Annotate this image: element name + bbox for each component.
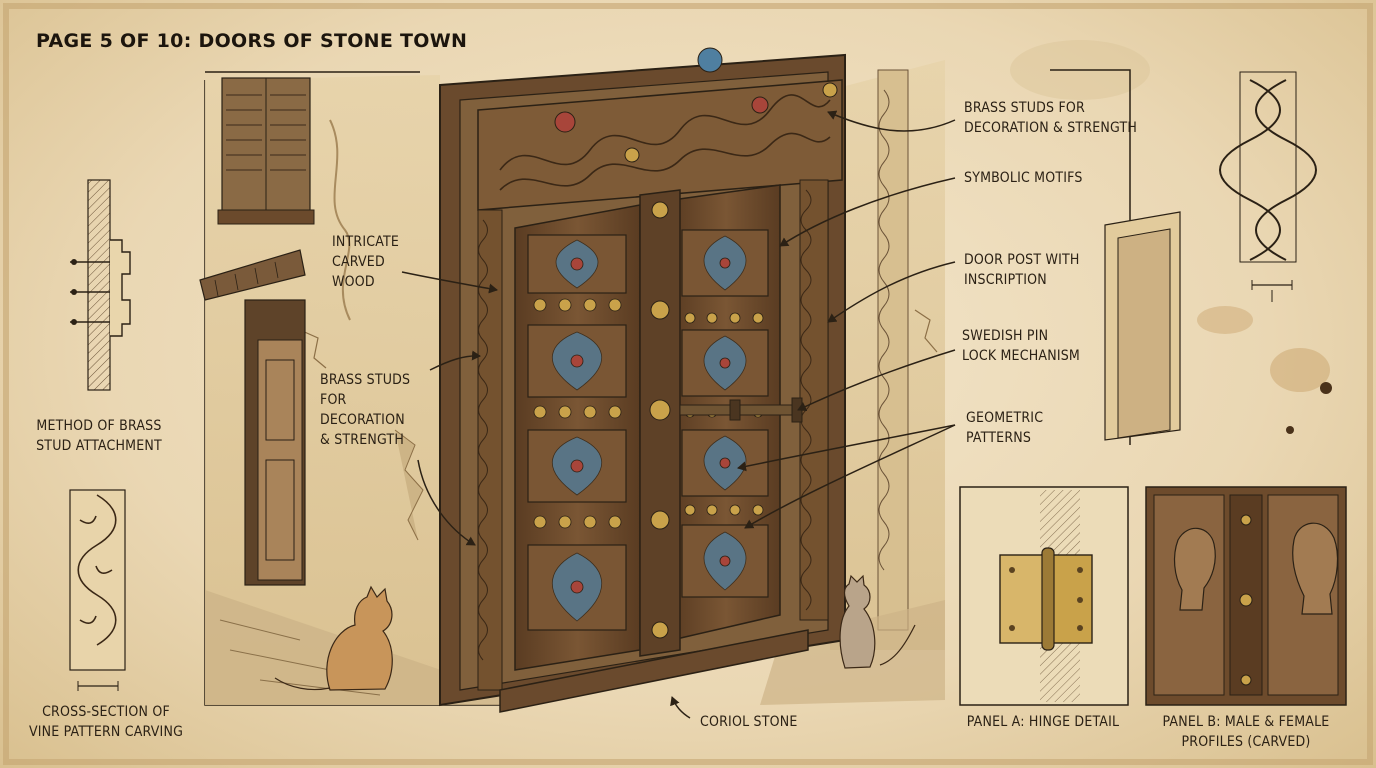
hinge-icon xyxy=(999,547,1093,651)
label-panel-a: PANEL A: HINGE DETAIL xyxy=(966,714,1120,730)
vine-carving-icon xyxy=(1219,79,1317,261)
label-method-brass-stud: METHOD OF BRASS STUD ATTACHMENT xyxy=(36,418,162,454)
brass-stud-icon xyxy=(70,179,131,391)
label-brass-studs-left: BRASS STUDS FOR DECORATION & STRENGTH xyxy=(320,372,411,448)
label-intricate-carved-wood: INTRICATE CARVED WOOD xyxy=(332,234,400,290)
label-swedish-pin-lock: SWEDISH PIN LOCK MECHANISM xyxy=(962,328,1080,364)
cat-icon xyxy=(274,585,393,691)
label-panel-b: PANEL B: MALE & FEMALE PROFILES (CARVED) xyxy=(1162,714,1330,750)
page-title: PAGE 5 OF 10: DOORS OF STONE TOWN xyxy=(36,30,468,52)
label-door-post-inscription: DOOR POST WITH INSCRIPTION xyxy=(964,252,1080,288)
label-brass-studs-top: BRASS STUDS FOR DECORATION & STRENGTH xyxy=(964,100,1138,136)
label-cross-section-vine: CROSS-SECTION OF VINE PATTERN CARVING xyxy=(28,704,184,740)
label-coral-stone: CORIOL STONE xyxy=(700,714,798,730)
label-symbolic-motifs: SYMBOLIC MOTIFS xyxy=(964,170,1083,186)
label-geometric-patterns: GEOMETRIC PATTERNS xyxy=(966,410,1044,446)
